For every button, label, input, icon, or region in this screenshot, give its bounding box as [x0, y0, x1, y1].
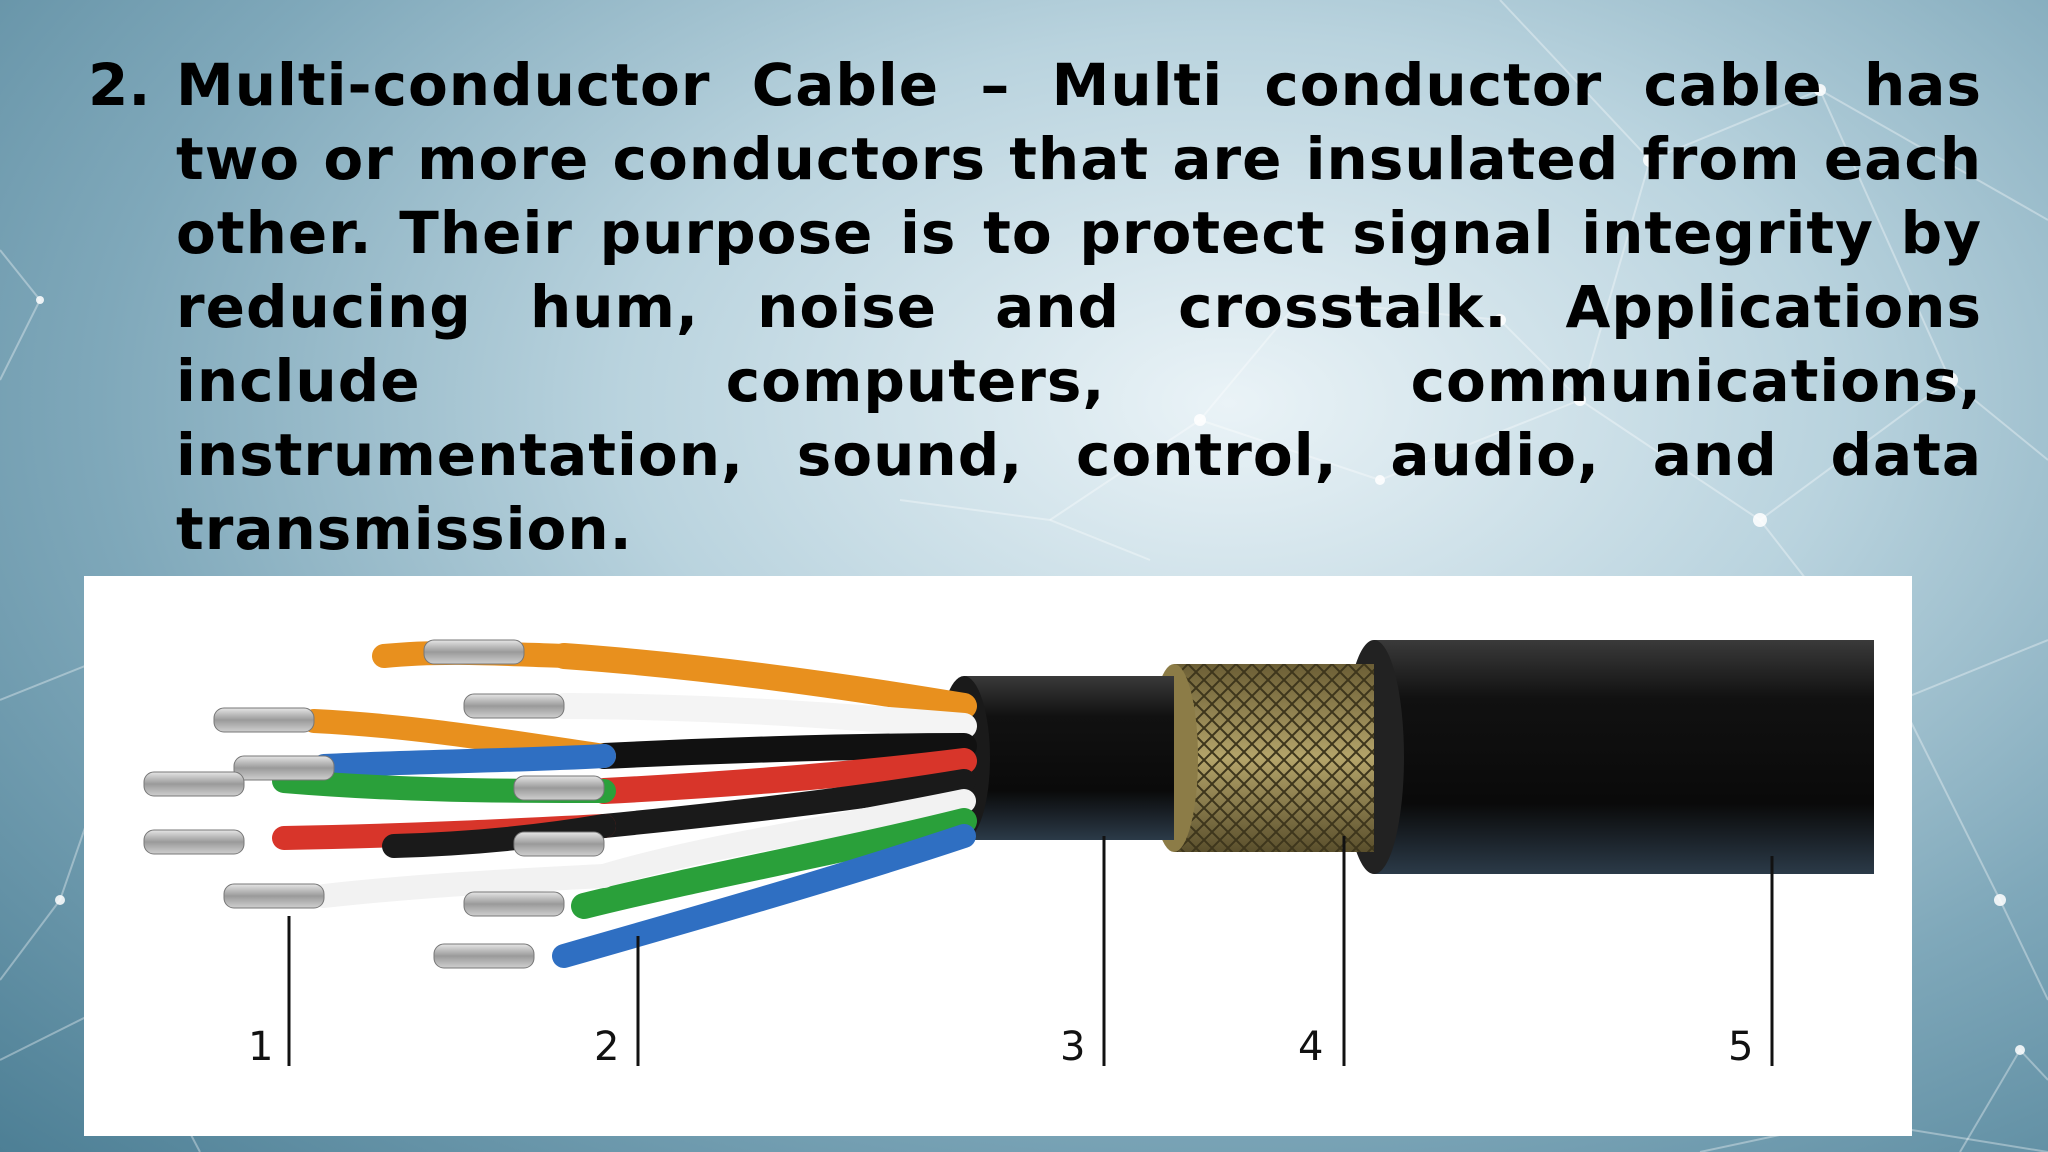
cable-illustration: 1 2 3 4 5 [84, 576, 1912, 1136]
callout-label-2: 2 [594, 1024, 620, 1070]
term-heading: Multi-conductor Cable [176, 51, 940, 119]
list-number: 2. [88, 51, 151, 119]
definition-paragraph: Multi-conductor Cable – Multi conductor … [176, 48, 1982, 566]
callout-label-4: 4 [1298, 1024, 1324, 1070]
dash: – [980, 51, 1011, 119]
definition-text: Multi conductor cable has two or more co… [176, 51, 1982, 563]
callout-label-1: 1 [248, 1024, 274, 1070]
callout-label-3: 3 [1060, 1024, 1086, 1070]
callout-label-5: 5 [1728, 1024, 1754, 1070]
